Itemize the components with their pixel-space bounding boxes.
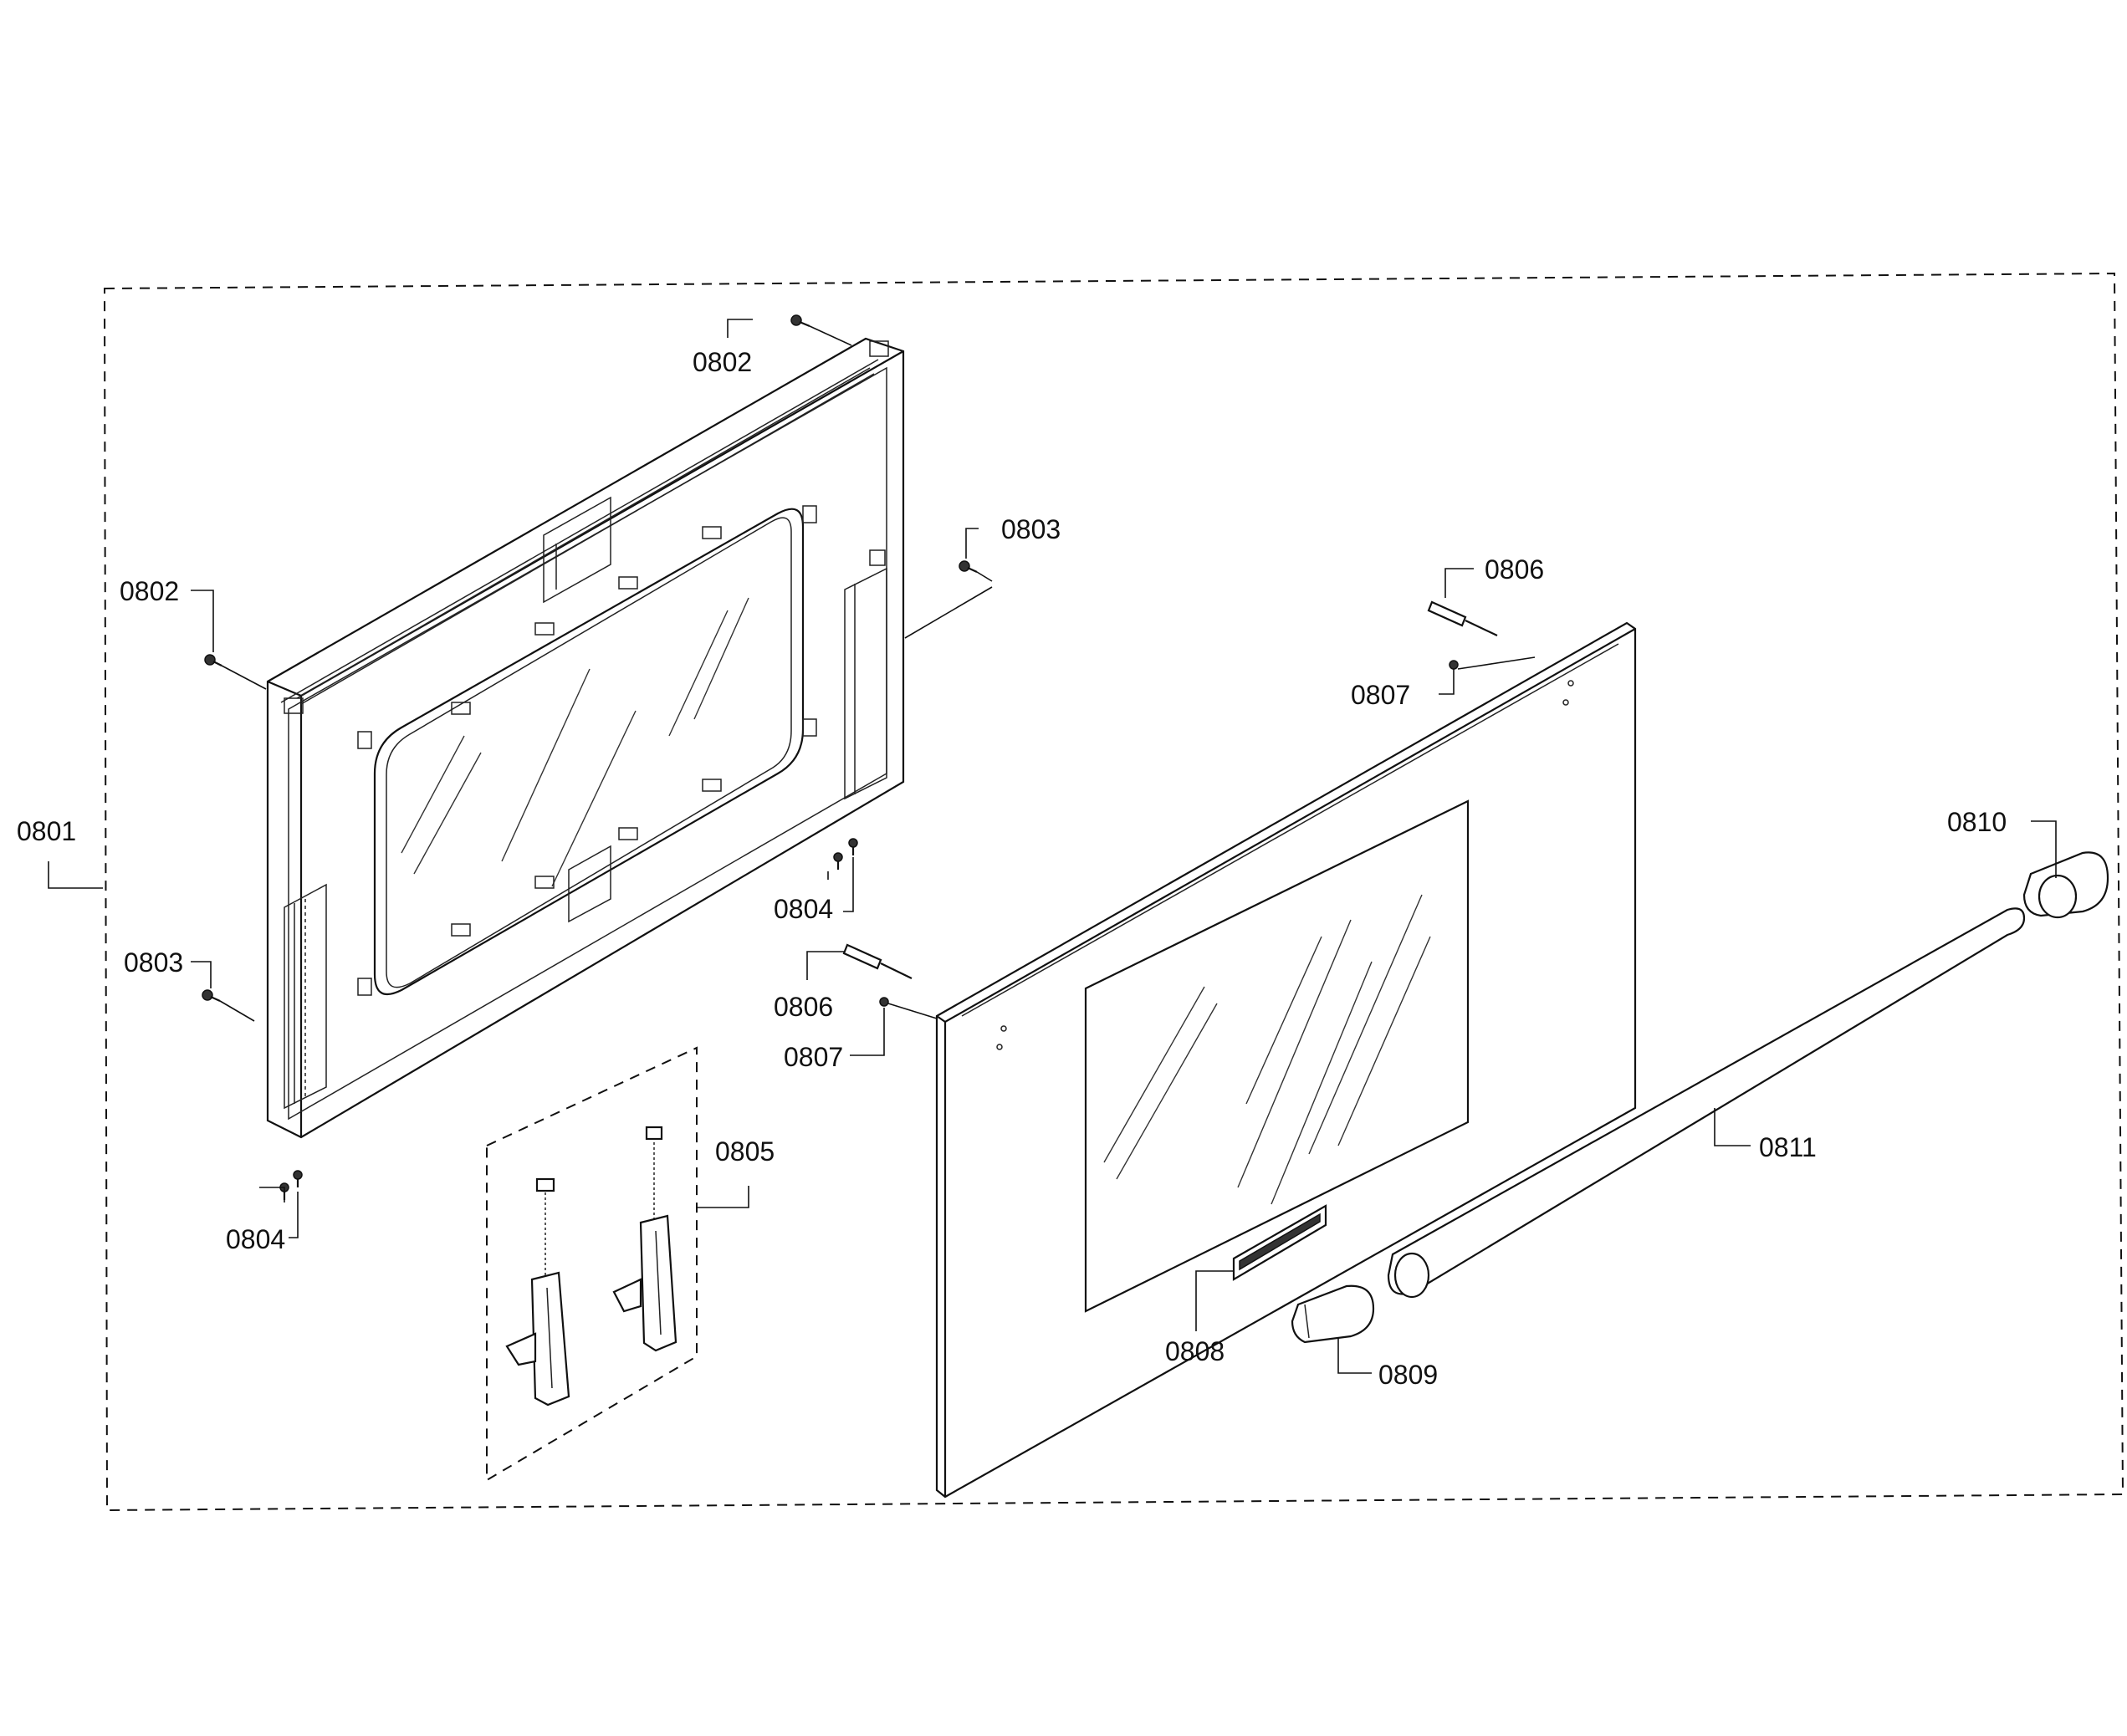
screw-0807-top bbox=[1449, 660, 1459, 670]
assembly-boundary bbox=[103, 272, 2124, 1512]
screw-0804-right bbox=[833, 838, 858, 870]
callout-0804-right: 0804 bbox=[774, 894, 833, 924]
callout-0810: 0810 bbox=[1947, 807, 2007, 837]
callout-0805: 0805 bbox=[715, 1136, 775, 1167]
callout-0801: 0801 bbox=[17, 816, 76, 846]
inner-door-frame bbox=[266, 337, 905, 1139]
screw-0802-top bbox=[790, 314, 810, 328]
callout-0809: 0809 bbox=[1378, 1360, 1438, 1390]
callout-labels: 0801 0802 0802 0803 0803 0804 0804 0805 … bbox=[17, 347, 2007, 1390]
screw-0803-left bbox=[202, 989, 221, 1003]
handle-end-cap-right bbox=[2022, 851, 2109, 919]
hinge-group bbox=[486, 1046, 698, 1482]
handle-end-cap-left bbox=[1291, 1284, 1375, 1344]
callout-0803-right: 0803 bbox=[1001, 514, 1061, 544]
bolt-0806-left bbox=[842, 943, 913, 979]
outer-door-panel bbox=[935, 621, 1637, 1499]
callout-0802-left: 0802 bbox=[120, 576, 179, 606]
screw-0804-left bbox=[279, 1170, 303, 1200]
callout-0807-top: 0807 bbox=[1351, 680, 1410, 710]
callout-0804-left: 0804 bbox=[226, 1224, 285, 1254]
callout-0807-left: 0807 bbox=[784, 1042, 843, 1072]
door-handle bbox=[1387, 907, 2026, 1299]
frame-clips bbox=[357, 505, 817, 996]
leader-lines bbox=[48, 319, 2057, 1374]
hinge-right bbox=[612, 1126, 677, 1352]
callout-0802-top: 0802 bbox=[693, 347, 752, 377]
screw-0807-left bbox=[879, 997, 889, 1007]
screw-0803-right bbox=[959, 560, 978, 574]
callout-0803-left: 0803 bbox=[124, 947, 183, 978]
callout-0808: 0808 bbox=[1165, 1336, 1225, 1366]
callout-0806-left: 0806 bbox=[774, 992, 833, 1022]
callout-0806-top: 0806 bbox=[1485, 554, 1544, 585]
nameplate bbox=[1232, 1204, 1327, 1281]
hinge-left bbox=[505, 1177, 570, 1407]
screw-0802-left bbox=[204, 654, 222, 666]
bolt-0806-top bbox=[1427, 600, 1498, 636]
callout-0811: 0811 bbox=[1759, 1132, 1817, 1162]
